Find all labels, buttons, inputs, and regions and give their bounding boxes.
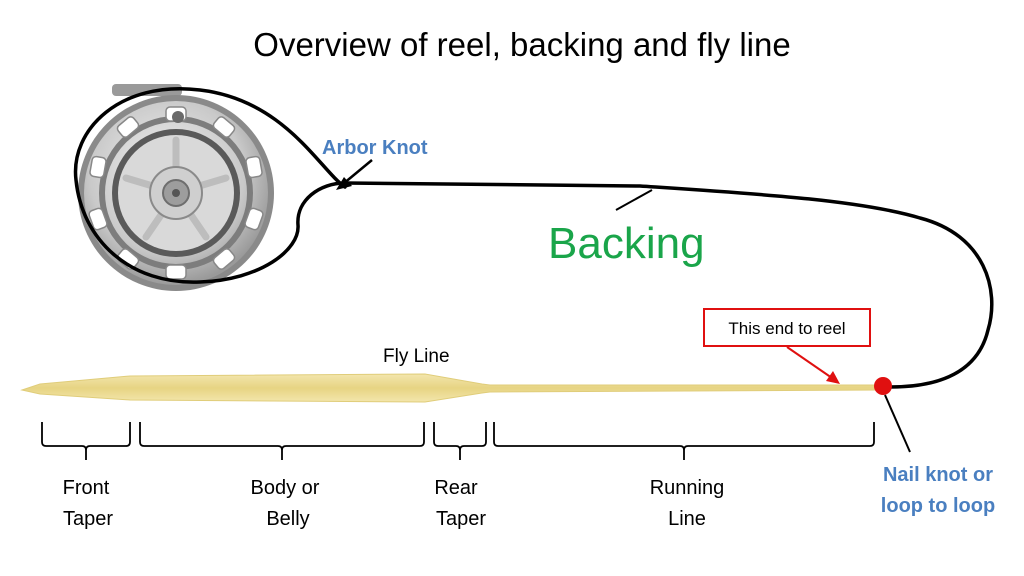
diagram-title: Overview of reel, backing and fly line — [253, 26, 790, 63]
section-label-body-belly-1: Body or — [251, 477, 320, 499]
backing-line — [73, 87, 994, 389]
section-label-rear-taper-2: Taper — [436, 508, 486, 530]
nail-knot-label-line2: loop to loop — [881, 495, 995, 517]
brace-rear-taper — [433, 422, 487, 460]
brace-front-taper — [41, 422, 131, 460]
nail-knot-pointer — [884, 394, 911, 453]
callout-box — [703, 308, 871, 347]
fly-line-label: Fly Line — [383, 346, 450, 367]
nail-knot-label-line1: Nail knot or — [883, 464, 993, 486]
arbor-knot-label: Arbor Knot — [322, 137, 428, 159]
brace-body-belly — [139, 422, 425, 460]
section-label-running-line-2: Line — [668, 508, 706, 530]
section-label-front-taper-2: Taper — [63, 508, 113, 530]
backing-label: Backing — [548, 219, 705, 268]
section-label-front-taper-1: Front — [63, 477, 110, 499]
backing-pointer — [615, 189, 653, 211]
brace-running-line — [493, 422, 875, 460]
section-label-running-line-1: Running — [650, 477, 725, 499]
callout-text: This end to reel — [728, 319, 845, 338]
section-label-rear-taper-1: Rear — [434, 477, 478, 499]
fly-reel-icon — [78, 84, 274, 291]
section-braces — [41, 422, 875, 460]
fly-line — [20, 373, 881, 403]
nail-knot-dot — [874, 377, 892, 395]
arbor-knot-pointer — [336, 159, 373, 190]
callout-arrow — [786, 346, 840, 384]
section-label-body-belly-2: Belly — [266, 508, 309, 530]
